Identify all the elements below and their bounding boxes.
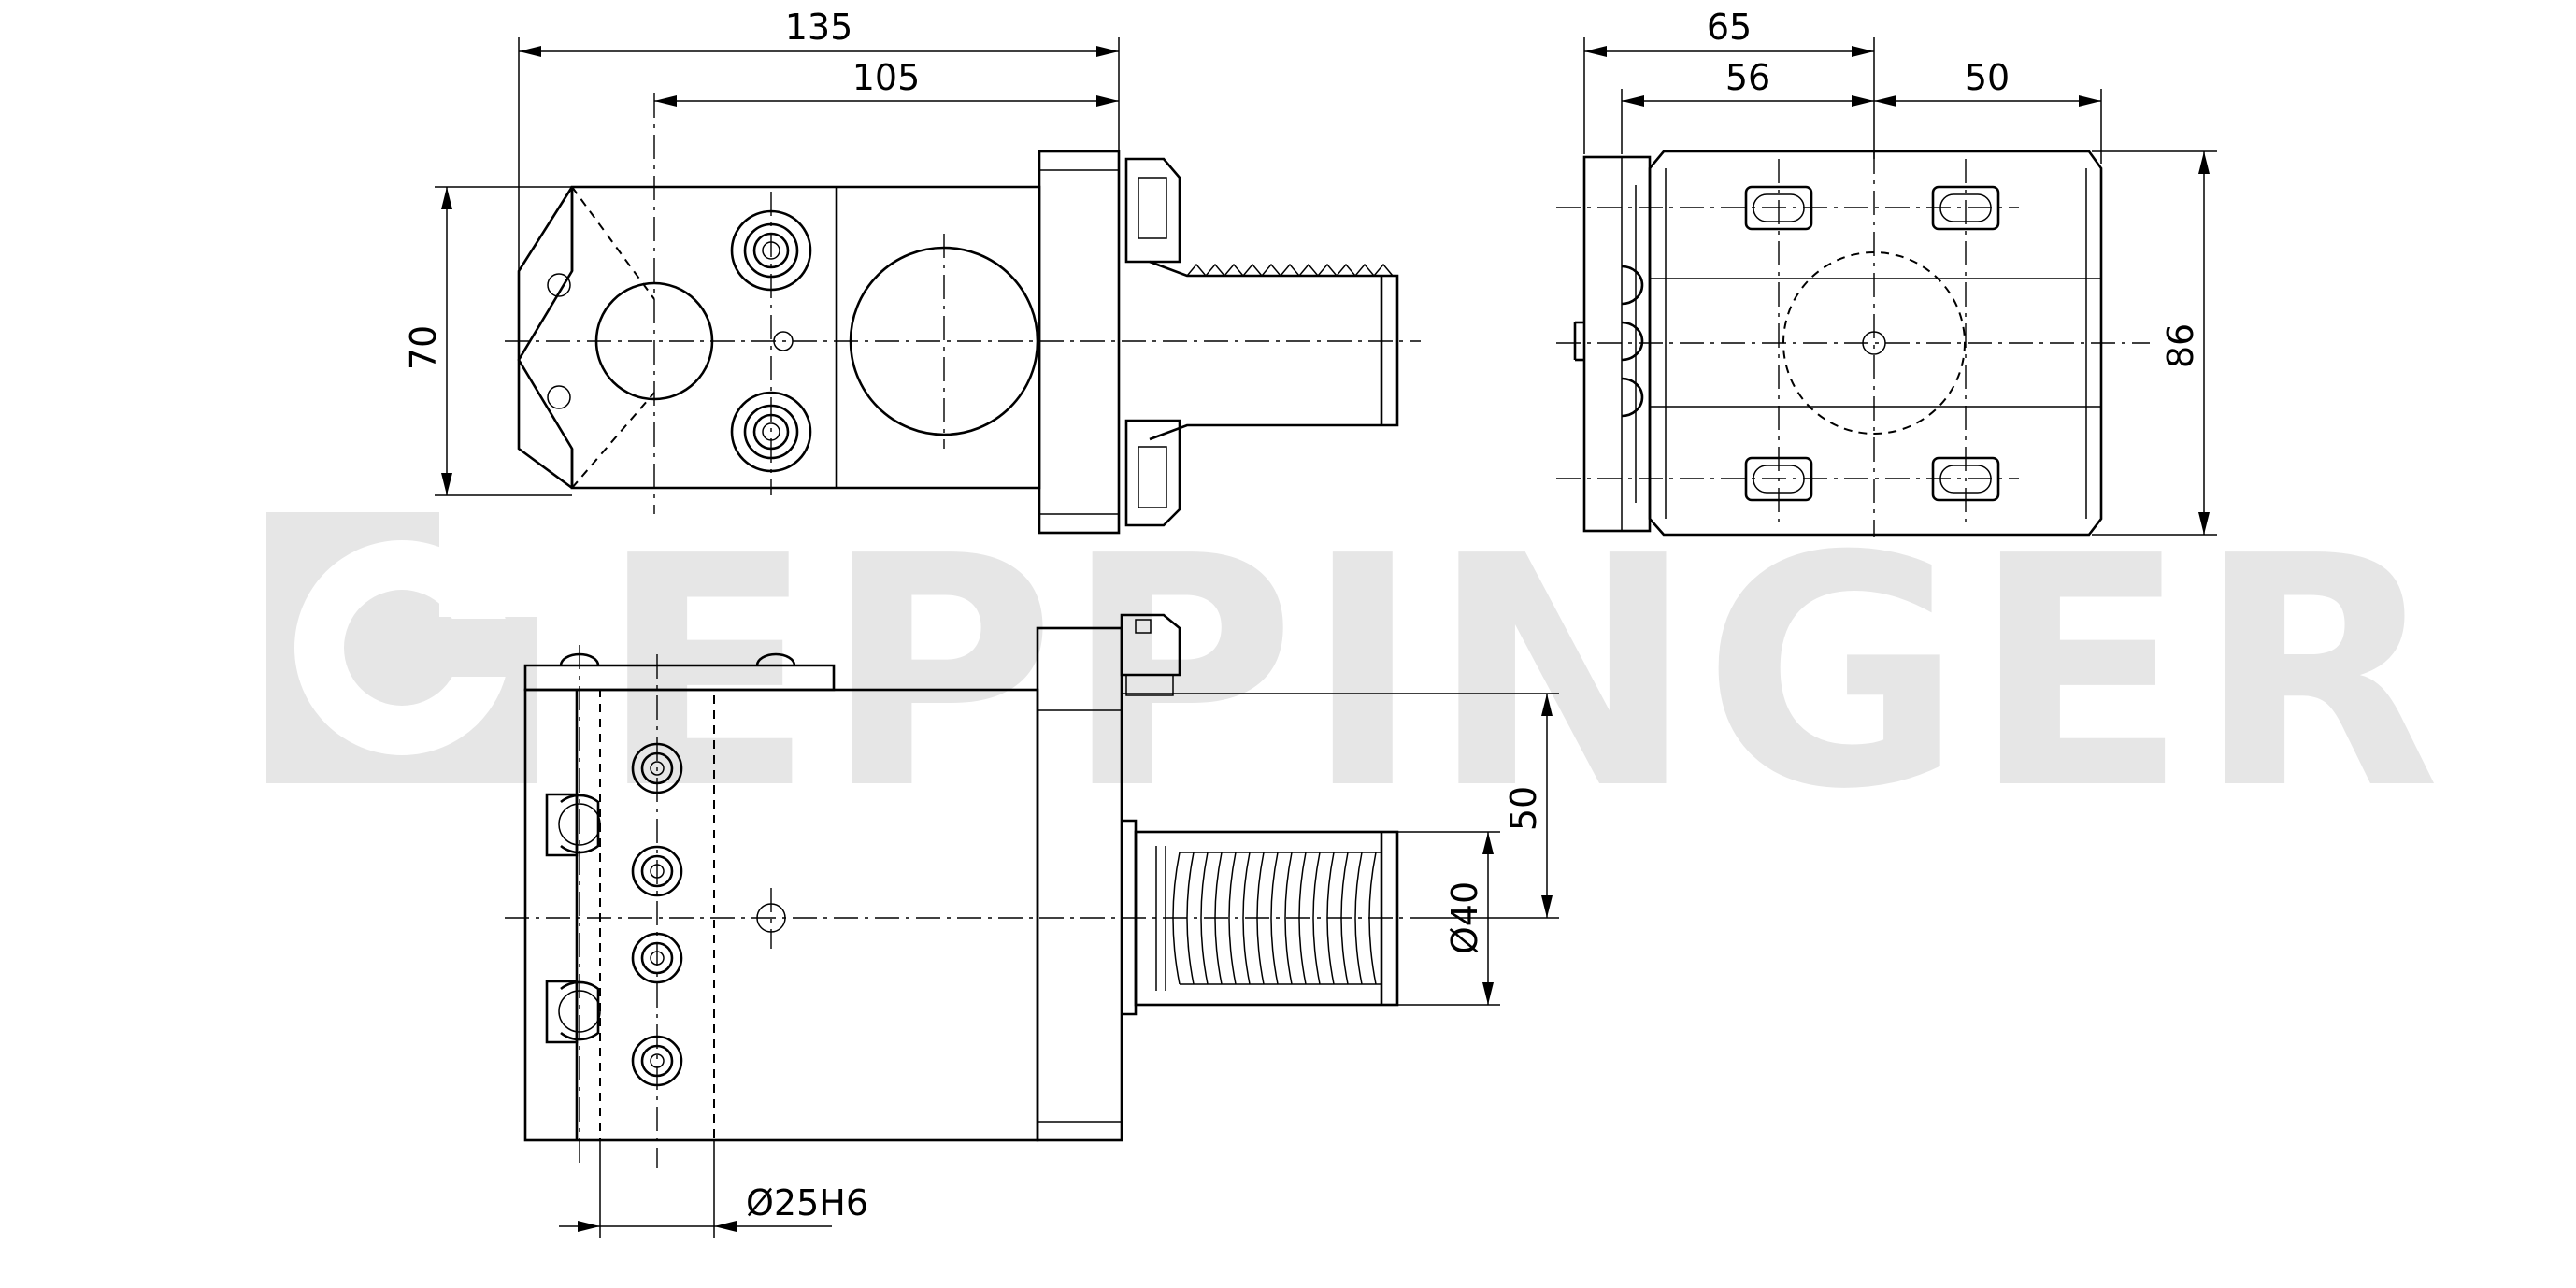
dim-65-label: 65 xyxy=(1707,7,1752,48)
dim-56-label: 56 xyxy=(1725,57,1770,98)
port-icon xyxy=(545,980,601,1044)
front-view-dimensions: 50 Ø40 Ø25H6 xyxy=(559,693,1559,1238)
dim-135-label: 135 xyxy=(785,7,853,48)
dim-86-label: 86 xyxy=(2160,323,2201,368)
eppinger-logo-icon xyxy=(266,512,537,783)
dim-105-label: 105 xyxy=(852,57,921,98)
top-view xyxy=(505,93,1421,535)
eppinger-watermark: EPPINGER xyxy=(266,489,2448,859)
front-view xyxy=(505,613,1430,1168)
dim-50-front-label: 50 xyxy=(1503,786,1544,831)
side-view-dimensions: 65 56 50 86 xyxy=(1583,7,2217,536)
side-view xyxy=(1556,150,2150,537)
watermark-brand-text: EPPINGER xyxy=(598,489,2448,859)
screw-icon xyxy=(631,845,683,897)
dim-d40-label: Ø40 xyxy=(1444,881,1485,954)
dim-70-label: 70 xyxy=(403,325,444,370)
dim-d25h6-label: Ø25H6 xyxy=(746,1182,868,1224)
dim-50-label: 50 xyxy=(1965,57,2010,98)
port-icon xyxy=(545,793,601,857)
top-view-dimensions: 135 105 70 xyxy=(403,7,1120,496)
